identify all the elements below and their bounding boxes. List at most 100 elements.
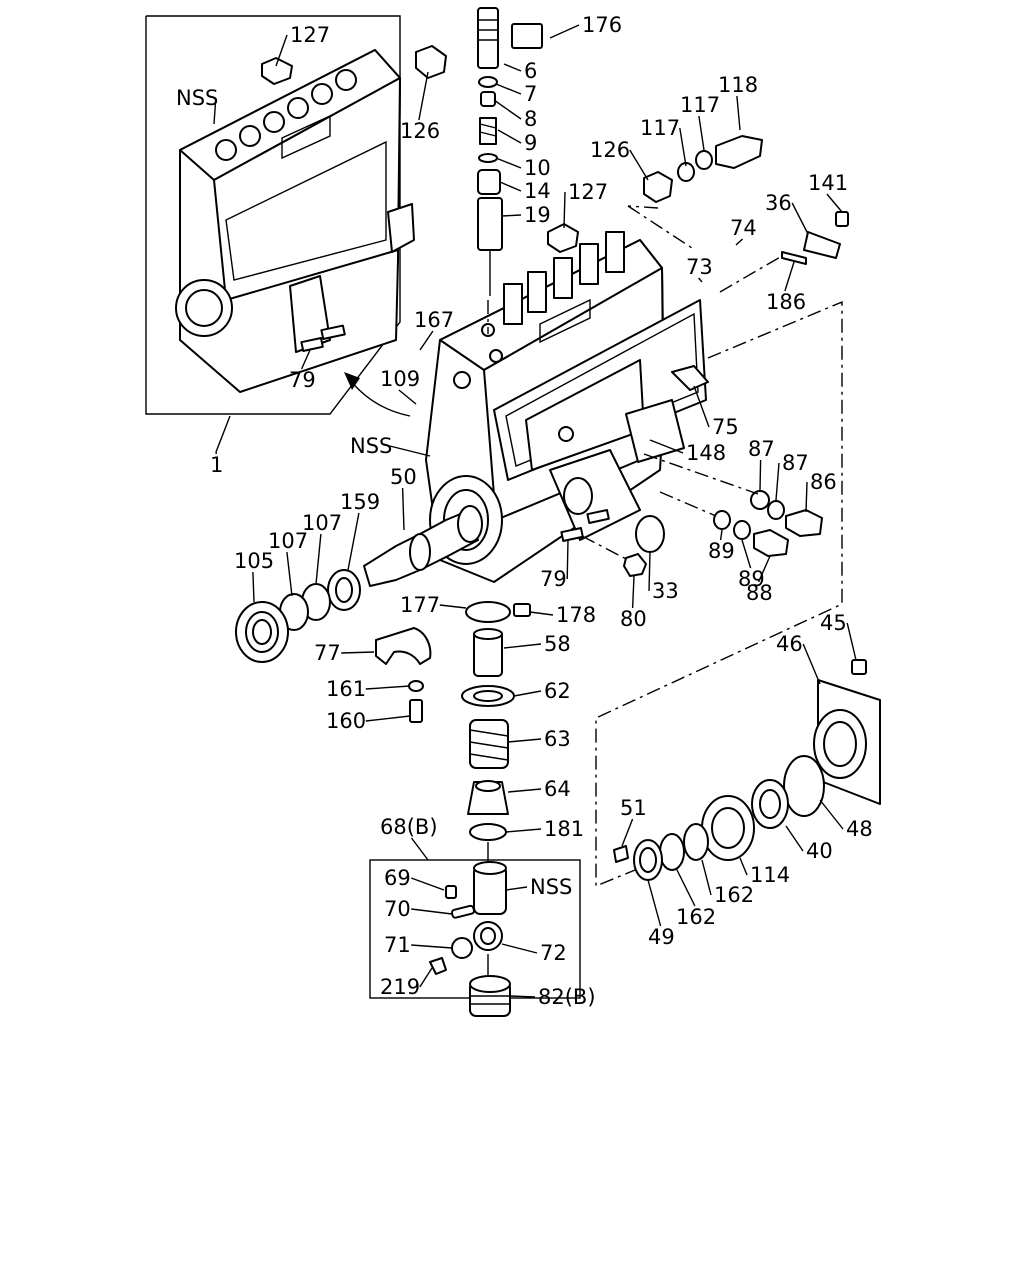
housing-inset-nameplate	[281, 114, 331, 160]
bearing-group-right	[595, 300, 881, 888]
part-label: 178	[556, 603, 596, 627]
part-label: NSS	[530, 875, 572, 899]
part-label: 62	[544, 679, 571, 703]
part-label: 75	[712, 415, 739, 439]
leader-line	[505, 886, 528, 891]
part-label: 79	[540, 567, 567, 591]
part-label: 71	[384, 933, 411, 957]
clip-219	[429, 957, 447, 975]
inset-frame	[145, 15, 401, 415]
leader-line	[365, 715, 411, 722]
leader-line	[505, 828, 542, 833]
part-label: 79	[289, 368, 316, 392]
o-ring-33	[635, 515, 665, 553]
leader-line	[529, 611, 554, 616]
leader-line	[819, 799, 844, 830]
part-label: 127	[290, 23, 330, 47]
part-label: 48	[846, 817, 873, 841]
leader-line	[698, 115, 705, 151]
shim-162a	[683, 823, 709, 861]
leader-line	[411, 908, 453, 915]
part-label: 64	[544, 777, 571, 801]
leader-line	[347, 512, 360, 571]
part-label: NSS	[350, 434, 392, 458]
housing-inset-front	[213, 77, 401, 301]
leader-line	[736, 95, 741, 131]
leader-line	[275, 34, 288, 67]
governor-flange	[549, 449, 641, 541]
leader-line	[805, 481, 808, 513]
spring-9	[479, 117, 497, 145]
part-label: 87	[782, 451, 809, 475]
leader-line	[701, 859, 712, 896]
pin-69	[445, 885, 457, 899]
leader-line	[566, 539, 569, 580]
leader-line	[513, 690, 542, 697]
housing-inset-bracket	[387, 203, 415, 253]
leader-line	[509, 995, 536, 998]
part-label: 46	[776, 632, 803, 656]
leader-line	[503, 63, 522, 72]
stud-79	[560, 527, 584, 542]
part-label: 86	[810, 470, 837, 494]
part-label: 72	[540, 941, 567, 965]
leader-line	[802, 643, 821, 685]
part-label: 109	[380, 367, 420, 391]
leader-line	[507, 738, 542, 743]
part-label: 162	[714, 883, 754, 907]
leader-lines	[213, 24, 857, 998]
leader-line	[775, 462, 780, 501]
part-label: 77	[314, 641, 341, 665]
shim-162b	[659, 833, 685, 871]
part-label: 167	[414, 308, 454, 332]
leader-line	[757, 555, 771, 583]
plug-127	[547, 223, 579, 253]
part-label: 181	[544, 817, 584, 841]
nut-80	[623, 553, 647, 577]
leader-line	[365, 685, 411, 690]
part-label: 51	[620, 796, 647, 820]
leader-line	[649, 439, 684, 454]
leader-line	[784, 261, 795, 292]
part-label: 89	[708, 539, 735, 563]
part-label: 6	[524, 59, 537, 83]
leader-line	[410, 837, 429, 861]
leader-line	[213, 97, 217, 125]
leader-line	[791, 202, 809, 235]
part-label: 7	[524, 82, 537, 106]
leader-line	[501, 943, 538, 954]
part-label: 73	[686, 255, 713, 279]
part-label: 14	[524, 179, 551, 203]
part-label: 126	[590, 138, 630, 162]
leader-line	[501, 214, 522, 217]
key-51	[613, 845, 629, 863]
housing-inset	[145, 15, 447, 453]
leader-line	[741, 539, 752, 569]
reference-arrow	[349, 379, 411, 417]
leader-line	[826, 193, 843, 213]
bearing-half-77	[375, 627, 432, 665]
leader-line	[497, 129, 522, 144]
pin-70	[450, 904, 475, 919]
plunger-stack	[477, 7, 503, 334]
leader-line	[629, 149, 649, 181]
part-label: 159	[340, 490, 380, 514]
plate-186	[781, 251, 807, 265]
leader-line	[846, 622, 857, 661]
tappet-inset	[369, 859, 581, 999]
delivery-valve-holder-6	[477, 7, 499, 69]
part-label: 126	[400, 119, 440, 143]
part-label: 82(B)	[538, 985, 596, 1009]
valve-8	[480, 91, 496, 107]
part-label: 9	[524, 131, 537, 155]
part-label: 80	[620, 607, 647, 631]
part-label: 45	[820, 611, 847, 635]
bolt-88	[753, 529, 789, 557]
part-label: 161	[326, 677, 366, 701]
main-housing	[344, 231, 707, 583]
part-label: 107	[302, 511, 342, 535]
part-label: 107	[268, 529, 308, 553]
upper-right-fasteners	[511, 23, 849, 293]
leader-line	[493, 99, 522, 120]
